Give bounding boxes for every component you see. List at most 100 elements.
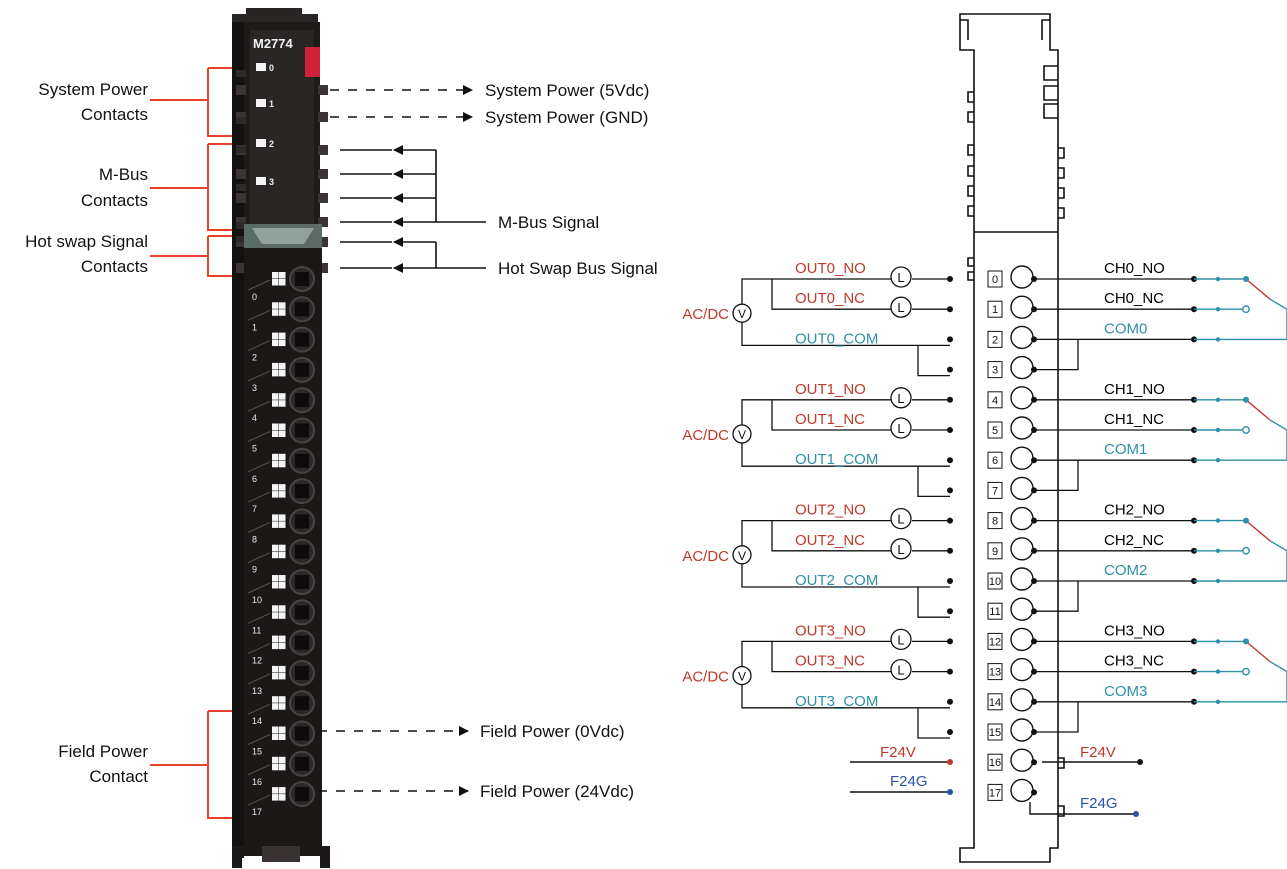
side-contact bbox=[236, 184, 246, 191]
wire-load-bus bbox=[771, 519, 891, 552]
relay-junction bbox=[1215, 548, 1221, 553]
terminal-release-slot bbox=[279, 423, 286, 430]
side-contact bbox=[318, 193, 328, 203]
terminal-contact-dot bbox=[1031, 789, 1037, 796]
terminal-release-slot bbox=[279, 726, 286, 733]
ch-nc-label: CH1_NC bbox=[1104, 411, 1164, 428]
wire-load-bus bbox=[771, 640, 891, 673]
terminal-box bbox=[987, 300, 1003, 318]
terminal-box bbox=[987, 723, 1003, 741]
signal-hotswap: Hot Swap Bus Signal bbox=[498, 259, 658, 278]
load-symbol-label: L bbox=[897, 300, 904, 315]
terminal-screw bbox=[1010, 506, 1034, 531]
load-symbol bbox=[890, 387, 912, 409]
left-node-dot bbox=[947, 487, 953, 494]
terminal-number: 10 bbox=[252, 595, 262, 605]
terminal-release-slot bbox=[272, 453, 279, 461]
terminal-release-slot bbox=[272, 642, 279, 650]
callout-field-power-line1: Field Power bbox=[58, 742, 148, 761]
terminal-release-slot bbox=[279, 484, 286, 491]
terminal-hole bbox=[295, 635, 309, 650]
side-contact bbox=[236, 146, 246, 153]
terminal-release-slot bbox=[279, 794, 286, 801]
relay-junction bbox=[1215, 307, 1221, 312]
outline-notch bbox=[1058, 167, 1065, 179]
terminal-number: 16 bbox=[989, 757, 1001, 769]
signal-arrows bbox=[318, 85, 486, 796]
outline-notch bbox=[1043, 65, 1058, 81]
relay-wire-com bbox=[1194, 419, 1287, 461]
signal-sys-5v: System Power (5Vdc) bbox=[485, 81, 649, 100]
terminal-box bbox=[987, 602, 1003, 620]
led-indicator bbox=[256, 177, 266, 185]
terminal-guide-line bbox=[247, 612, 271, 624]
terminal-release-slot bbox=[279, 302, 286, 309]
relay-contact-nc bbox=[1242, 546, 1250, 555]
terminal-release-slot bbox=[272, 672, 279, 680]
terminal-release-slot bbox=[279, 665, 286, 673]
terminal-hole bbox=[295, 756, 309, 771]
outline-notch bbox=[1058, 187, 1065, 199]
terminal-release-slot bbox=[279, 551, 286, 559]
terminal-release-slot bbox=[272, 703, 279, 710]
ch-nc-label: CH3_NC bbox=[1104, 653, 1164, 670]
terminal-screw bbox=[1010, 476, 1034, 501]
outline-notch bbox=[967, 257, 974, 267]
terminal-number: 2 bbox=[252, 353, 257, 363]
supply-symbol-label: V bbox=[738, 670, 746, 684]
wire-com-bridge-right bbox=[1034, 581, 1079, 612]
terminal-release-slot bbox=[272, 309, 279, 316]
terminal-number: 17 bbox=[989, 787, 1001, 799]
terminal-screw bbox=[1010, 688, 1034, 712]
terminal-release-slot bbox=[279, 605, 286, 612]
supply-symbol bbox=[732, 665, 752, 686]
load-symbol-label: L bbox=[897, 421, 904, 436]
load-symbol bbox=[890, 296, 912, 318]
load-symbol bbox=[890, 628, 912, 651]
led-number: 0 bbox=[269, 63, 274, 73]
terminal-number: 7 bbox=[252, 504, 257, 514]
outline-notch bbox=[967, 185, 974, 197]
load-symbol bbox=[890, 538, 912, 560]
relay-junction bbox=[1215, 276, 1221, 282]
ch-no-label: CH3_NO bbox=[1104, 622, 1165, 639]
terminal-release-slot bbox=[272, 612, 279, 619]
outline-notch bbox=[1043, 85, 1058, 101]
terminal-release-slot bbox=[279, 787, 286, 794]
terminal-number: 5 bbox=[252, 444, 257, 454]
terminal-number: 2 bbox=[992, 334, 998, 346]
wire-com-bridge-left bbox=[917, 345, 950, 377]
terminal-box bbox=[987, 693, 1003, 711]
terminal-number: 13 bbox=[252, 686, 262, 696]
com-label: COM2 bbox=[1104, 562, 1147, 579]
terminal-guide-line bbox=[247, 491, 271, 503]
wire-load-bus bbox=[771, 278, 891, 310]
terminal-number: 12 bbox=[989, 636, 1001, 648]
terminal-screw bbox=[1010, 386, 1034, 410]
terminal-number: 6 bbox=[992, 455, 998, 467]
terminal-contact-dot bbox=[1031, 759, 1037, 766]
terminal-guide-line bbox=[247, 400, 271, 412]
terminal-screw bbox=[1010, 446, 1034, 470]
side-contact bbox=[236, 263, 246, 273]
terminal-release-slot bbox=[272, 400, 279, 407]
terminal-number: 1 bbox=[252, 322, 257, 332]
terminal-hole bbox=[295, 423, 309, 438]
callout-hotswap-line2: Contacts bbox=[81, 257, 148, 276]
side-contact bbox=[318, 85, 328, 95]
side-contact bbox=[318, 112, 328, 122]
out-nc-label: OUT2_NC bbox=[795, 532, 865, 549]
terminal-guide-line bbox=[247, 370, 271, 382]
terminal-number: 16 bbox=[252, 777, 262, 787]
terminal-release-slot bbox=[272, 544, 279, 552]
terminal-number: 4 bbox=[252, 413, 257, 423]
terminal-release-slot bbox=[279, 309, 286, 316]
terminal-number: 11 bbox=[989, 606, 1000, 618]
load-symbol bbox=[890, 266, 912, 288]
terminal-release-slot bbox=[272, 763, 279, 771]
terminal-release-slot bbox=[279, 430, 286, 437]
terminal-screw bbox=[1010, 325, 1034, 350]
ch-no-label: CH0_NO bbox=[1104, 260, 1165, 277]
terminal-release-slot bbox=[272, 696, 279, 703]
